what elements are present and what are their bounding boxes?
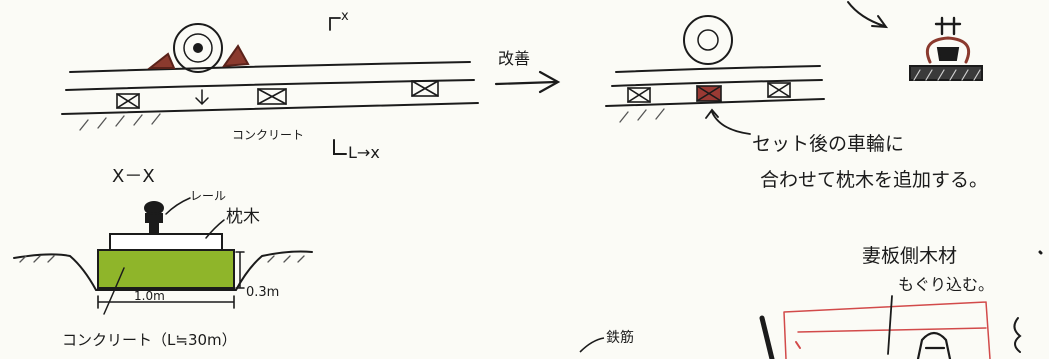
- after-track-diagram: [605, 15, 825, 135]
- ground-hatch: [619, 108, 665, 123]
- base-plate: [909, 65, 983, 81]
- ground-profile: [13, 250, 313, 291]
- sleeper-leader: [205, 219, 225, 239]
- detail-pointer-arrow: [847, 1, 889, 29]
- before-track-diagram: [61, 17, 479, 155]
- sleeper-3: [767, 82, 791, 98]
- concrete-length-label: コンクリート（L≒30m）: [62, 331, 237, 349]
- width-dimension: [97, 295, 235, 309]
- sleeper-1: [116, 93, 140, 109]
- rail-head: [936, 47, 960, 61]
- sleeper-section: [109, 233, 223, 251]
- section-mark-bottom: [333, 139, 347, 155]
- sleeper-1: [627, 87, 651, 103]
- rail-leader: [165, 197, 191, 215]
- wedge-right: [221, 44, 250, 68]
- concrete-leader: [103, 267, 125, 315]
- note-line-2: 合わせて枕木を追加する。: [760, 169, 988, 191]
- section-mark-top: [329, 17, 341, 31]
- improvement-label: 改善: [498, 49, 530, 68]
- plank-note-line-2: もぐり込む。: [898, 275, 994, 294]
- rebar-leader: [579, 337, 605, 353]
- height-dimension-label: 0.3m: [246, 285, 279, 300]
- ground-hatch: [19, 255, 305, 263]
- rail-line-top: [69, 61, 471, 73]
- sleeper-2: [257, 88, 287, 105]
- rail-label: レール: [190, 189, 226, 203]
- load-arrow: [195, 89, 209, 106]
- width-dimension-label: 1.0m: [134, 289, 165, 303]
- down-pointer: [887, 295, 893, 355]
- clamp-body: [934, 16, 962, 36]
- dot-mark: [1038, 250, 1043, 255]
- concrete-slab: [97, 249, 235, 289]
- wheel: [173, 23, 223, 73]
- rail-section: [145, 213, 163, 235]
- height-dimension: [235, 251, 245, 289]
- improvement-arrow: [494, 70, 561, 94]
- dark-edge: [759, 315, 775, 359]
- rail-clamp-detail: [847, 1, 983, 81]
- rail-line-mid: [611, 79, 823, 87]
- sleeper-3: [411, 80, 439, 97]
- anchor-shape: [916, 331, 952, 359]
- base-hatch: [913, 69, 981, 81]
- rail-line-bottom: [605, 98, 825, 107]
- section-mark-x-label: x: [341, 9, 349, 24]
- red-tick: [795, 341, 801, 349]
- section-title: X－X: [112, 166, 155, 187]
- added-sleeper: [696, 85, 722, 102]
- red-outline: [783, 301, 991, 359]
- clamp-hook: [925, 36, 971, 64]
- rail-line-bottom: [61, 102, 479, 115]
- cross-section-diagram: [13, 197, 313, 315]
- rebar-label: 鉄筋: [606, 329, 634, 346]
- right-squiggle: [1013, 317, 1022, 353]
- concrete-label: コンクリート: [232, 128, 304, 142]
- section-mark-lx-label: L→x: [348, 143, 380, 162]
- plank-note-line-1: 妻板側木材: [862, 245, 957, 267]
- note-pointer: [705, 108, 751, 135]
- wedge-left: [147, 52, 176, 69]
- wheel: [683, 15, 733, 65]
- plank-detail: [759, 250, 1043, 359]
- rail-line-top: [615, 65, 821, 73]
- note-line-1: セット後の車輪に: [752, 133, 904, 155]
- rail-head-section: [144, 201, 164, 215]
- sleeper-label: 枕木: [226, 207, 260, 227]
- ground-hatch: [79, 113, 161, 131]
